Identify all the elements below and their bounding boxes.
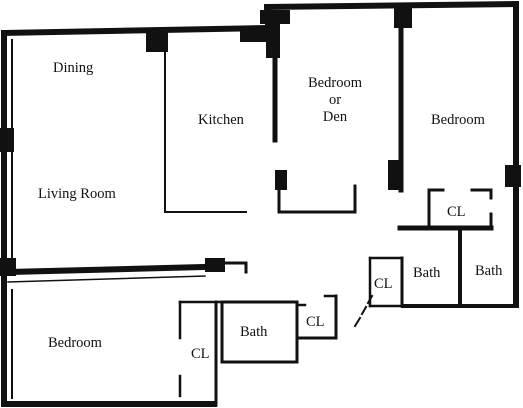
wall-columns	[0, 6, 521, 276]
label-closet-southwest: CL	[191, 346, 210, 362]
label-bedroom-east: Bedroom	[431, 112, 486, 128]
label-bedroom-or-den-line2: or	[329, 92, 341, 108]
label-closet-east: CL	[447, 204, 466, 220]
closet-labels: CL CL CL CL	[191, 204, 466, 362]
label-bedroom-or-den-line3: Den	[323, 109, 348, 125]
label-bath-south: Bath	[240, 324, 268, 340]
label-bedroom-or-den-line1: Bedroom	[308, 75, 363, 91]
label-dining: Dining	[53, 60, 93, 76]
label-closet-south: CL	[306, 314, 325, 330]
east-bath-walls	[368, 188, 494, 308]
label-closet-center: CL	[374, 276, 393, 292]
label-bath-east-left: Bath	[413, 265, 441, 281]
label-kitchen: Kitchen	[198, 112, 245, 128]
room-labels: Dining Living Room Kitchen Bedroom or De…	[38, 60, 503, 351]
label-bedroom-southwest: Bedroom	[48, 335, 103, 351]
interior-walls	[4, 17, 404, 283]
label-bath-east-right: Bath	[475, 263, 503, 279]
label-living-room: Living Room	[38, 186, 116, 202]
